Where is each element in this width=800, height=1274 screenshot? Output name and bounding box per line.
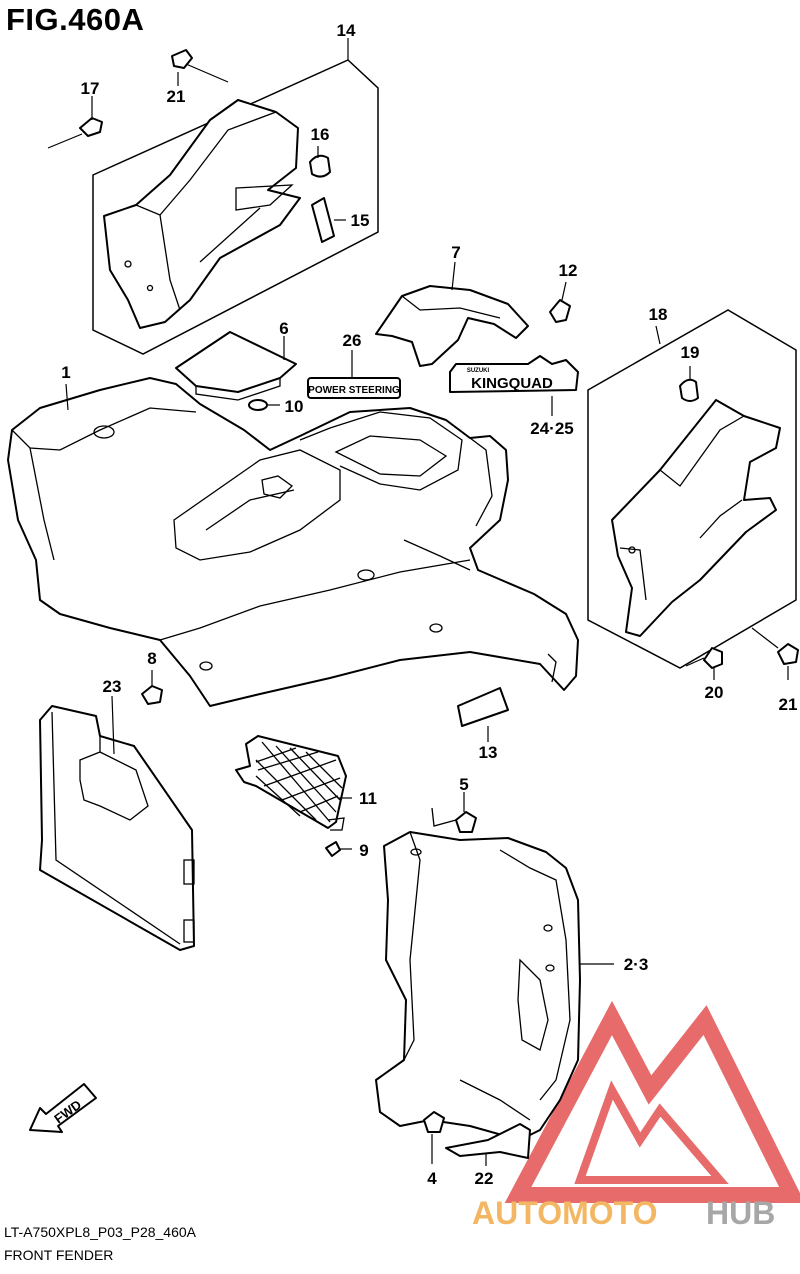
right-panel-group [587, 309, 799, 680]
cushion-16 [309, 154, 331, 178]
inner-fender-2-3 [375, 831, 581, 1141]
watermark-suffix: HUB [706, 1195, 775, 1231]
bolt-4 [423, 1111, 445, 1133]
callout-11: 11 [359, 789, 377, 808]
cover-6-group [175, 331, 297, 411]
mud-guard-23-group [39, 695, 195, 951]
inner-panel-right [611, 399, 781, 637]
screw-9 [325, 841, 341, 857]
cover-6 [175, 331, 297, 393]
decal-kingquad-small-text: SUZUKI [467, 368, 490, 374]
callout-13: 13 [479, 743, 498, 762]
callout-2-3: 2·3 [624, 955, 649, 974]
top-cover-7 [375, 285, 529, 367]
decal-26-group: POWER STEERING [307, 350, 401, 399]
callout-17: 17 [81, 79, 100, 98]
callout-1: 1 [61, 363, 70, 382]
callout-10: 10 [285, 397, 304, 416]
callout-8: 8 [147, 649, 156, 668]
callout-18: 18 [649, 305, 668, 324]
callout-6: 6 [279, 319, 288, 338]
decal-power-steering [307, 377, 401, 399]
figure-title: FIG.460A [6, 2, 145, 37]
guard-22 [445, 1123, 531, 1159]
front-fender-1-group [7, 377, 579, 707]
clip-17 [79, 117, 103, 137]
cover-7-group [375, 261, 529, 367]
callout-14: 14 [337, 21, 356, 40]
callout-20: 20 [705, 683, 724, 702]
decal-kingquad-text: KINGQUAD [471, 375, 553, 392]
watermark-logo: AUTOMOTO HUB [472, 1000, 800, 1231]
clip-12-group [549, 281, 571, 323]
clip-21-top [171, 49, 193, 69]
mud-guard-23 [39, 705, 195, 951]
figure-name: FRONT FENDER [4, 1247, 114, 1263]
clip-12 [549, 299, 571, 323]
bolt-8-group [141, 670, 163, 705]
decal-power-steering-text: POWER STEERING [308, 385, 400, 396]
bolt-4-group [423, 1111, 445, 1164]
callout-16: 16 [311, 125, 330, 144]
callout-labels: 1 2·3 4 5 6 7 8 9 10 11 12 13 14 15 16 1… [61, 21, 797, 1188]
callout-22: 22 [475, 1169, 494, 1188]
callout-26: 26 [343, 331, 362, 350]
upper-left-panel-group [47, 38, 379, 355]
callout-21-right: 21 [779, 695, 798, 714]
bolt-5 [455, 811, 477, 833]
decal-kingquad [449, 355, 579, 393]
pad-15 [311, 197, 335, 243]
screw-9-group [325, 841, 352, 857]
cushion-19 [679, 378, 699, 402]
callout-19: 19 [681, 343, 700, 362]
pad-13 [457, 687, 509, 727]
panel-18-boundary-box [587, 309, 797, 669]
pad-13-group [457, 687, 509, 742]
callout-24-25: 24·25 [530, 419, 573, 438]
callout-15: 15 [351, 211, 370, 230]
guard-22-group [445, 1123, 531, 1166]
grille-11-group [235, 735, 352, 831]
bolt-5-group [431, 792, 477, 833]
clip-21-right [777, 643, 799, 665]
callout-23: 23 [103, 677, 122, 696]
callout-7: 7 [451, 243, 460, 262]
inner-panel-left [103, 99, 301, 329]
callout-5: 5 [459, 775, 468, 794]
callout-9: 9 [359, 841, 368, 860]
front-fender-1 [7, 377, 579, 707]
clip-20 [703, 647, 723, 669]
decal-kingquad-group: KINGQUAD SUZUKI [449, 355, 579, 416]
callout-21-top: 21 [167, 87, 186, 106]
fwd-direction-arrow: FWD [29, 1083, 97, 1133]
figure-code: LT-A750XPL8_P03_P28_460A [4, 1224, 197, 1240]
grommet-10 [248, 399, 268, 411]
bolt-8 [141, 685, 163, 705]
callout-4: 4 [427, 1169, 437, 1188]
watermark-prefix: AUTOMOTO [472, 1195, 657, 1231]
callout-12: 12 [559, 261, 578, 280]
